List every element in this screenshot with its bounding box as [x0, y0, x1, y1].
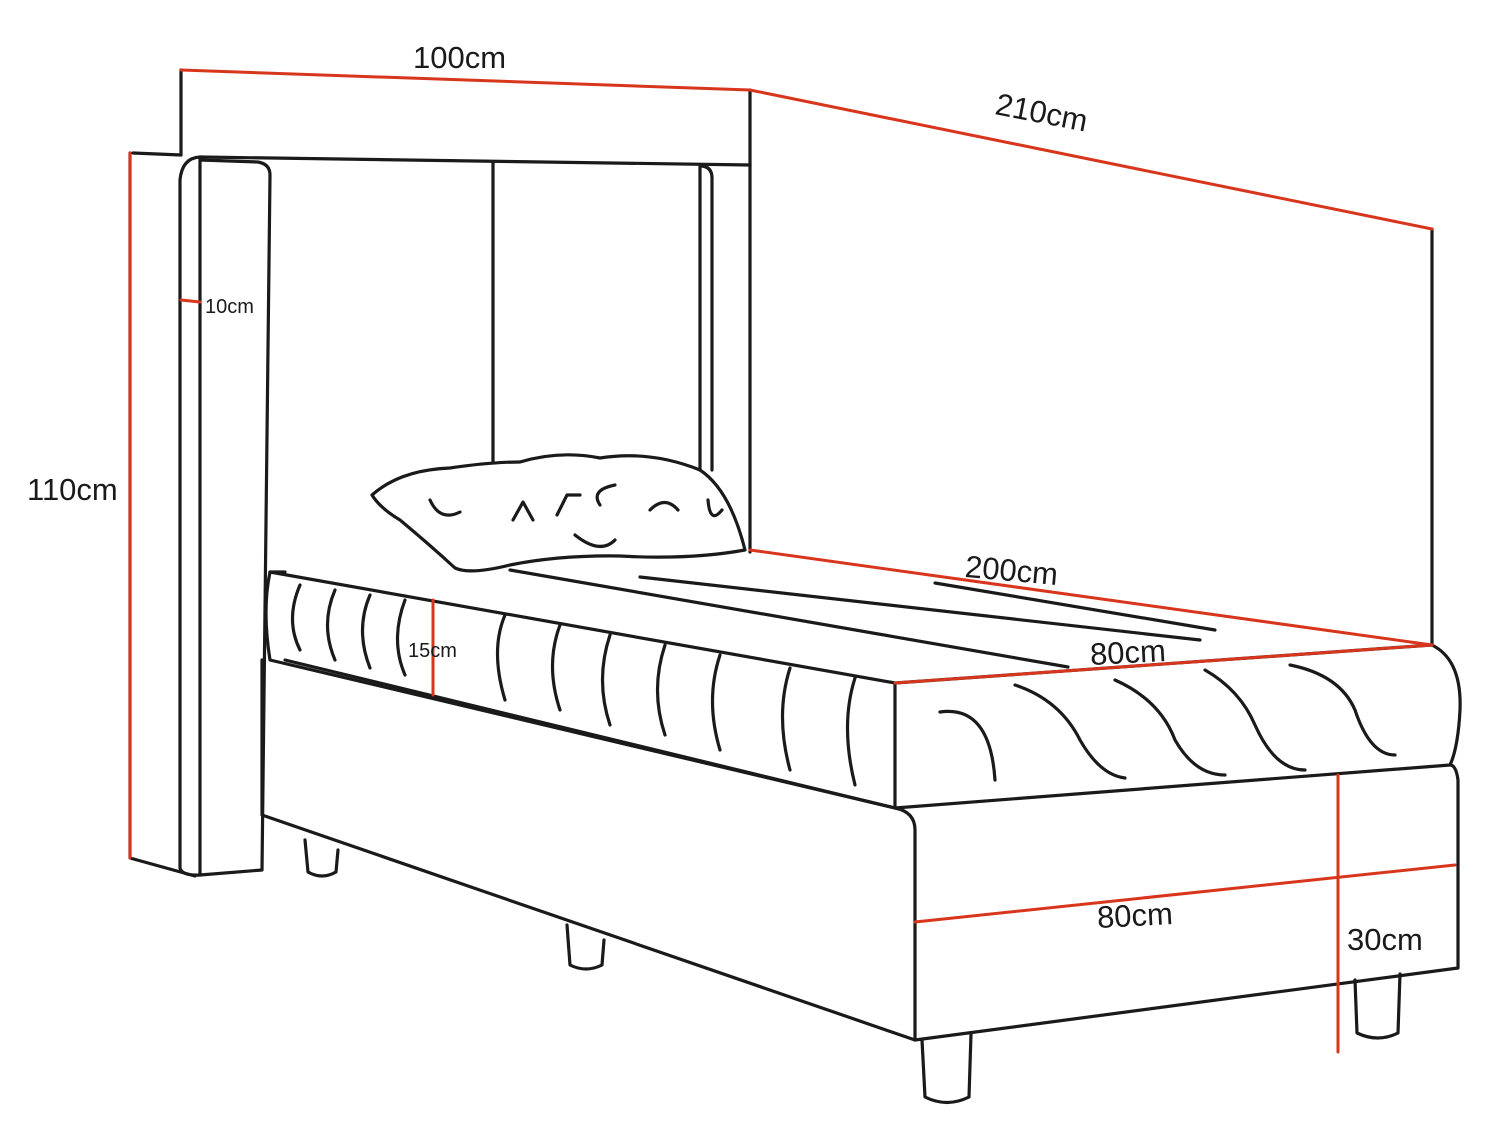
bed-base [260, 658, 1460, 1042]
headboard [128, 68, 1434, 878]
mattress-width-label: 80cm [1089, 633, 1167, 672]
base-width-label: 80cm [1096, 896, 1174, 935]
pillow [370, 453, 747, 573]
mattress-height-label: 15cm [408, 640, 457, 662]
headboard-width-label: 100cm [413, 40, 507, 75]
base-height-label: 30cm [1347, 922, 1423, 957]
mattress [264, 568, 1462, 810]
legs [303, 838, 1402, 1105]
headboard-thickness-label: 10cm [205, 296, 254, 318]
headboard-height-label: 110cm [27, 472, 118, 507]
dimension-lines [128, 68, 1457, 1054]
